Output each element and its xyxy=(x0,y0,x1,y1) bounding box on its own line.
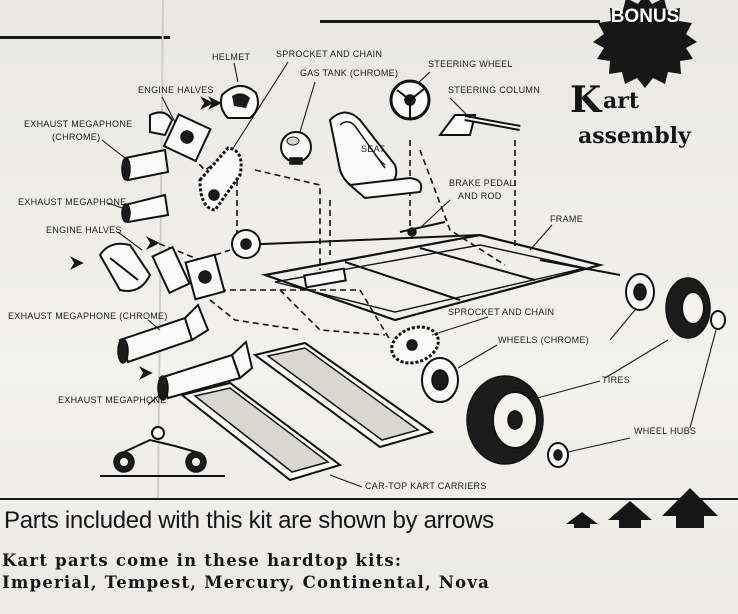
label-seat: SEAT xyxy=(361,144,385,154)
caption-top-divider xyxy=(0,498,738,500)
arrow-size-key xyxy=(566,488,718,528)
top-divider-left xyxy=(0,36,170,39)
label-engine-halves-mid: ENGINE HALVES xyxy=(46,225,122,235)
label-exhaust-megaphone-chrome-1-line1: EXHAUST MEGAPHONE xyxy=(24,119,132,129)
sprocket-chain-top-part xyxy=(198,146,243,212)
caption-row: Parts included with this kit are shown b… xyxy=(0,503,738,543)
top-divider-right xyxy=(320,20,600,23)
engine-halves-mid-part xyxy=(98,242,226,301)
title-block: K art assembly xyxy=(570,79,692,149)
label-frame: FRAME xyxy=(550,214,583,224)
wheel-hub-right-part xyxy=(710,310,726,330)
bonus-badge: BONUS xyxy=(593,0,697,88)
leader-lines xyxy=(101,61,717,488)
arrow-large-icon xyxy=(662,488,718,528)
part-indicator-arrows xyxy=(70,96,222,380)
engine-halves-top-part xyxy=(149,111,212,163)
label-tires: TIRES xyxy=(602,375,630,385)
frame-part xyxy=(239,233,621,322)
page-fold xyxy=(157,0,164,500)
front-axle-wheel-part xyxy=(231,229,261,259)
helmet-part xyxy=(219,85,259,119)
steering-column-part xyxy=(399,114,521,237)
exhaust-megaphone-chrome-lower-part xyxy=(117,303,210,364)
title-line2: assembly xyxy=(578,123,692,149)
title-word-rest: art xyxy=(603,88,640,114)
arrow-medium-icon xyxy=(608,501,652,528)
sprocket-chain-bottom-part xyxy=(390,325,440,365)
label-wheel-hubs: WHEEL HUBS xyxy=(634,426,696,436)
wheel-chrome-left-part xyxy=(421,357,459,403)
bonus-badge-seal xyxy=(593,0,697,88)
label-exhaust-megaphone-1: EXHAUST MEGAPHONE xyxy=(18,197,126,207)
arrow-small-icon xyxy=(566,512,598,528)
mini-kart-drawing xyxy=(100,426,225,477)
seat-part xyxy=(328,111,423,200)
kart-exploded-diagram: BONUS K art assembly xyxy=(8,0,726,500)
label-car-top-carriers: CAR-TOP KART CARRIERS xyxy=(365,481,487,491)
label-gas-tank: GAS TANK (CHROME) xyxy=(300,68,398,78)
tire-small-part xyxy=(665,277,711,339)
gas-tank-part xyxy=(280,131,312,165)
wheel-chrome-right-part xyxy=(625,273,655,311)
exhaust-megaphone-chrome-top-part xyxy=(121,148,170,182)
label-wheels-chrome: WHEELS (CHROME) xyxy=(498,335,589,345)
kits-list: Imperial, Tempest, Mercury, Continental,… xyxy=(2,573,491,592)
label-sprocket-chain-top: SPROCKET AND CHAIN xyxy=(276,49,382,59)
kits-heading: Kart parts come in these hardtop kits: xyxy=(2,551,403,570)
label-steering-column: STEERING COLUMN xyxy=(448,85,540,95)
caption-text: Parts included with this kit are shown b… xyxy=(4,507,494,534)
label-brake-pedal-line2: AND ROD xyxy=(458,191,502,201)
tire-large-part xyxy=(466,375,544,465)
wheel-hub-left-part xyxy=(547,442,569,468)
label-helmet: HELMET xyxy=(212,52,251,62)
title-big-letter: K xyxy=(570,79,603,121)
label-brake-pedal-line1: BRAKE PEDAL xyxy=(449,178,515,188)
label-engine-halves-top: ENGINE HALVES xyxy=(138,85,214,95)
callout-labels: HELMET SPROCKET AND CHAIN GAS TANK (CHRO… xyxy=(8,49,696,491)
bonus-badge-text: BONUS xyxy=(611,6,680,27)
label-steering-wheel: STEERING WHEEL xyxy=(428,59,513,69)
car-top-carriers-part xyxy=(179,341,435,482)
label-exhaust-megaphone-chrome-1-line2: (CHROME) xyxy=(52,132,100,142)
label-sprocket-chain-bottom: SPROCKET AND CHAIN xyxy=(448,307,554,317)
label-exhaust-megaphone-2: EXHAUST MEGAPHONE xyxy=(58,395,166,405)
steering-wheel-part xyxy=(389,79,431,121)
label-exhaust-megaphone-chrome-2: EXHAUST MEGAPHONE (CHROME) xyxy=(8,311,168,321)
